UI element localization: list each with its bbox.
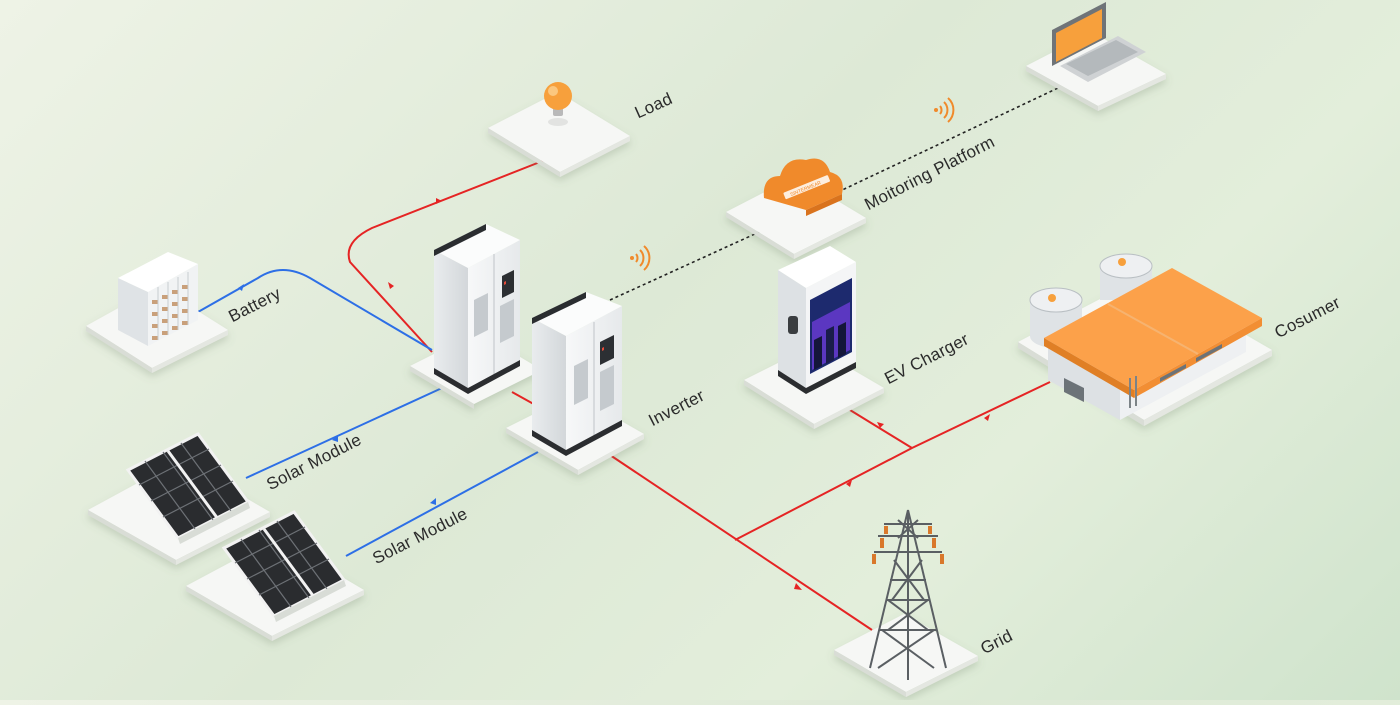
solar1-dc-line <box>245 387 443 479</box>
arrow-marker <box>846 480 852 487</box>
arrow-marker <box>238 284 244 291</box>
factory-icon <box>1029 253 1262 420</box>
grid-platform <box>834 614 978 697</box>
arrow-marker <box>984 414 990 421</box>
load-ac-line <box>347 159 546 353</box>
transmission-tower-icon <box>869 509 947 680</box>
solar-panel-icon <box>125 432 251 544</box>
wifi-icon <box>934 97 955 123</box>
monitoring-laptop-data-line <box>837 87 1059 193</box>
arrow-marker <box>388 282 394 289</box>
insulator-icon <box>872 526 944 564</box>
battery-rack-icon <box>118 252 198 346</box>
wifi-icon <box>630 245 651 271</box>
arrow-marker <box>794 583 802 590</box>
monitoring-platform <box>726 176 866 259</box>
battery-dc-line <box>197 269 433 351</box>
inverter-cabinet-icon <box>532 292 622 456</box>
solar2-dc-line <box>345 451 539 557</box>
arrow-marker <box>877 422 884 428</box>
cloud-icon: SINTERMEAR <box>763 158 843 216</box>
ev-charger-line <box>849 409 913 449</box>
connection-lines <box>197 87 1059 631</box>
lightbulb-icon <box>544 82 572 126</box>
arrow-marker <box>436 198 442 204</box>
ev-charger-icon <box>778 246 856 394</box>
laptop-icon <box>1052 2 1146 82</box>
arrow-marker <box>430 498 436 505</box>
arrow-marker <box>332 435 338 442</box>
inverter-cabinet-icon <box>434 224 520 394</box>
load-platform <box>488 92 630 177</box>
solar-panel-icon <box>221 510 347 622</box>
